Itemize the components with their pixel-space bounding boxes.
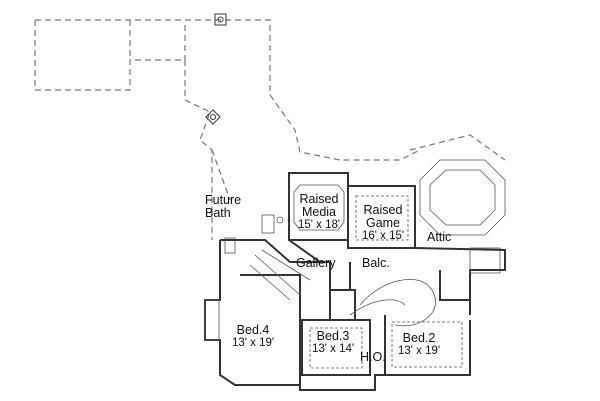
room-size: 16' x 15' <box>361 230 405 242</box>
room-label-raised-media: Raised Media 15' x 18' <box>293 193 345 232</box>
room-details <box>204 159 506 369</box>
room-label-bed2: Bed.2 13' x 19' <box>392 332 446 358</box>
room-name: Raised <box>363 203 403 217</box>
columns <box>205 13 227 125</box>
room-size: 13' x 14' <box>311 343 355 355</box>
room-name: Game <box>365 216 401 230</box>
room-label-gallery: Gallery <box>296 256 336 270</box>
room-label-attic: Attic <box>427 230 452 244</box>
room-label-home-office: H.O. <box>360 350 386 364</box>
room-name: Bed.2 <box>402 331 436 345</box>
room-name: Raised <box>299 192 339 206</box>
room-label-bed3: Bed.3 13' x 14' <box>306 330 360 356</box>
room-name: Bed.3 <box>316 329 350 343</box>
future-area-outline <box>34 19 506 240</box>
room-name: Future <box>205 193 242 207</box>
room-size: 13' x 19' <box>231 337 275 349</box>
room-label-raised-game: Raised Game 16' x 15' <box>356 204 410 243</box>
room-name: Bed.4 <box>236 323 270 337</box>
room-size: 15' x 18' <box>297 219 341 231</box>
room-label-future-bath: Future Bath <box>205 194 241 220</box>
room-label-balcony: Balc. <box>362 256 390 270</box>
room-label-bed4: Bed.4 13' x 19' <box>228 324 278 350</box>
room-name: Media <box>301 205 337 219</box>
walls <box>204 172 506 391</box>
room-name: Bath <box>205 206 231 220</box>
room-size: 13' x 19' <box>397 345 441 357</box>
